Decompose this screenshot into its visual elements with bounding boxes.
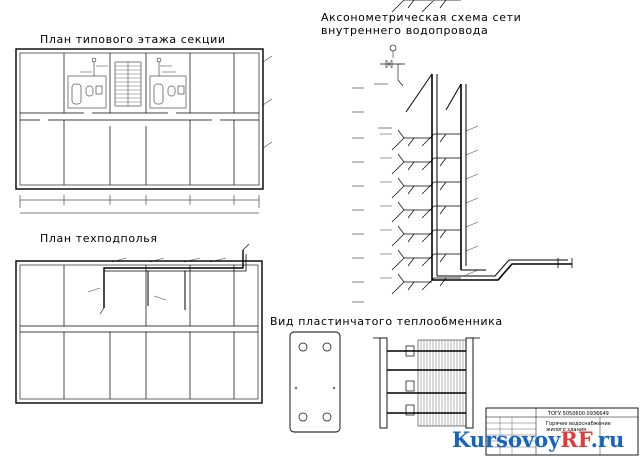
axonometric-scheme: [352, 0, 573, 303]
title-block: [485, 407, 639, 456]
axonometric-title-line1: Аксонометрическая схема сети: [321, 11, 521, 24]
axonometric-title-line2: внутреннего водопровода: [321, 24, 488, 37]
floor-plan: [15, 48, 273, 214]
basement-plan: [15, 243, 263, 404]
watermark: KursovoyRF.ru: [452, 427, 624, 452]
watermark-part2: RF: [560, 427, 592, 452]
stamp-title-line1: Горячее водоснабжение: [546, 421, 611, 427]
heat-exchanger: [289, 331, 480, 433]
basement-plan-title: План техподполья: [40, 232, 158, 245]
floor-plan-title: План типового этажа секции: [40, 33, 226, 46]
stamp-code: ТОГУ.5050600.0936649: [547, 411, 609, 417]
stamp-title-line2: жилого здания: [546, 427, 586, 433]
watermark-part3: .ru: [591, 427, 625, 452]
heat-exchanger-title: Вид пластинчатого теплообменника: [270, 315, 503, 328]
watermark-part1: Kursovoy: [452, 427, 561, 452]
